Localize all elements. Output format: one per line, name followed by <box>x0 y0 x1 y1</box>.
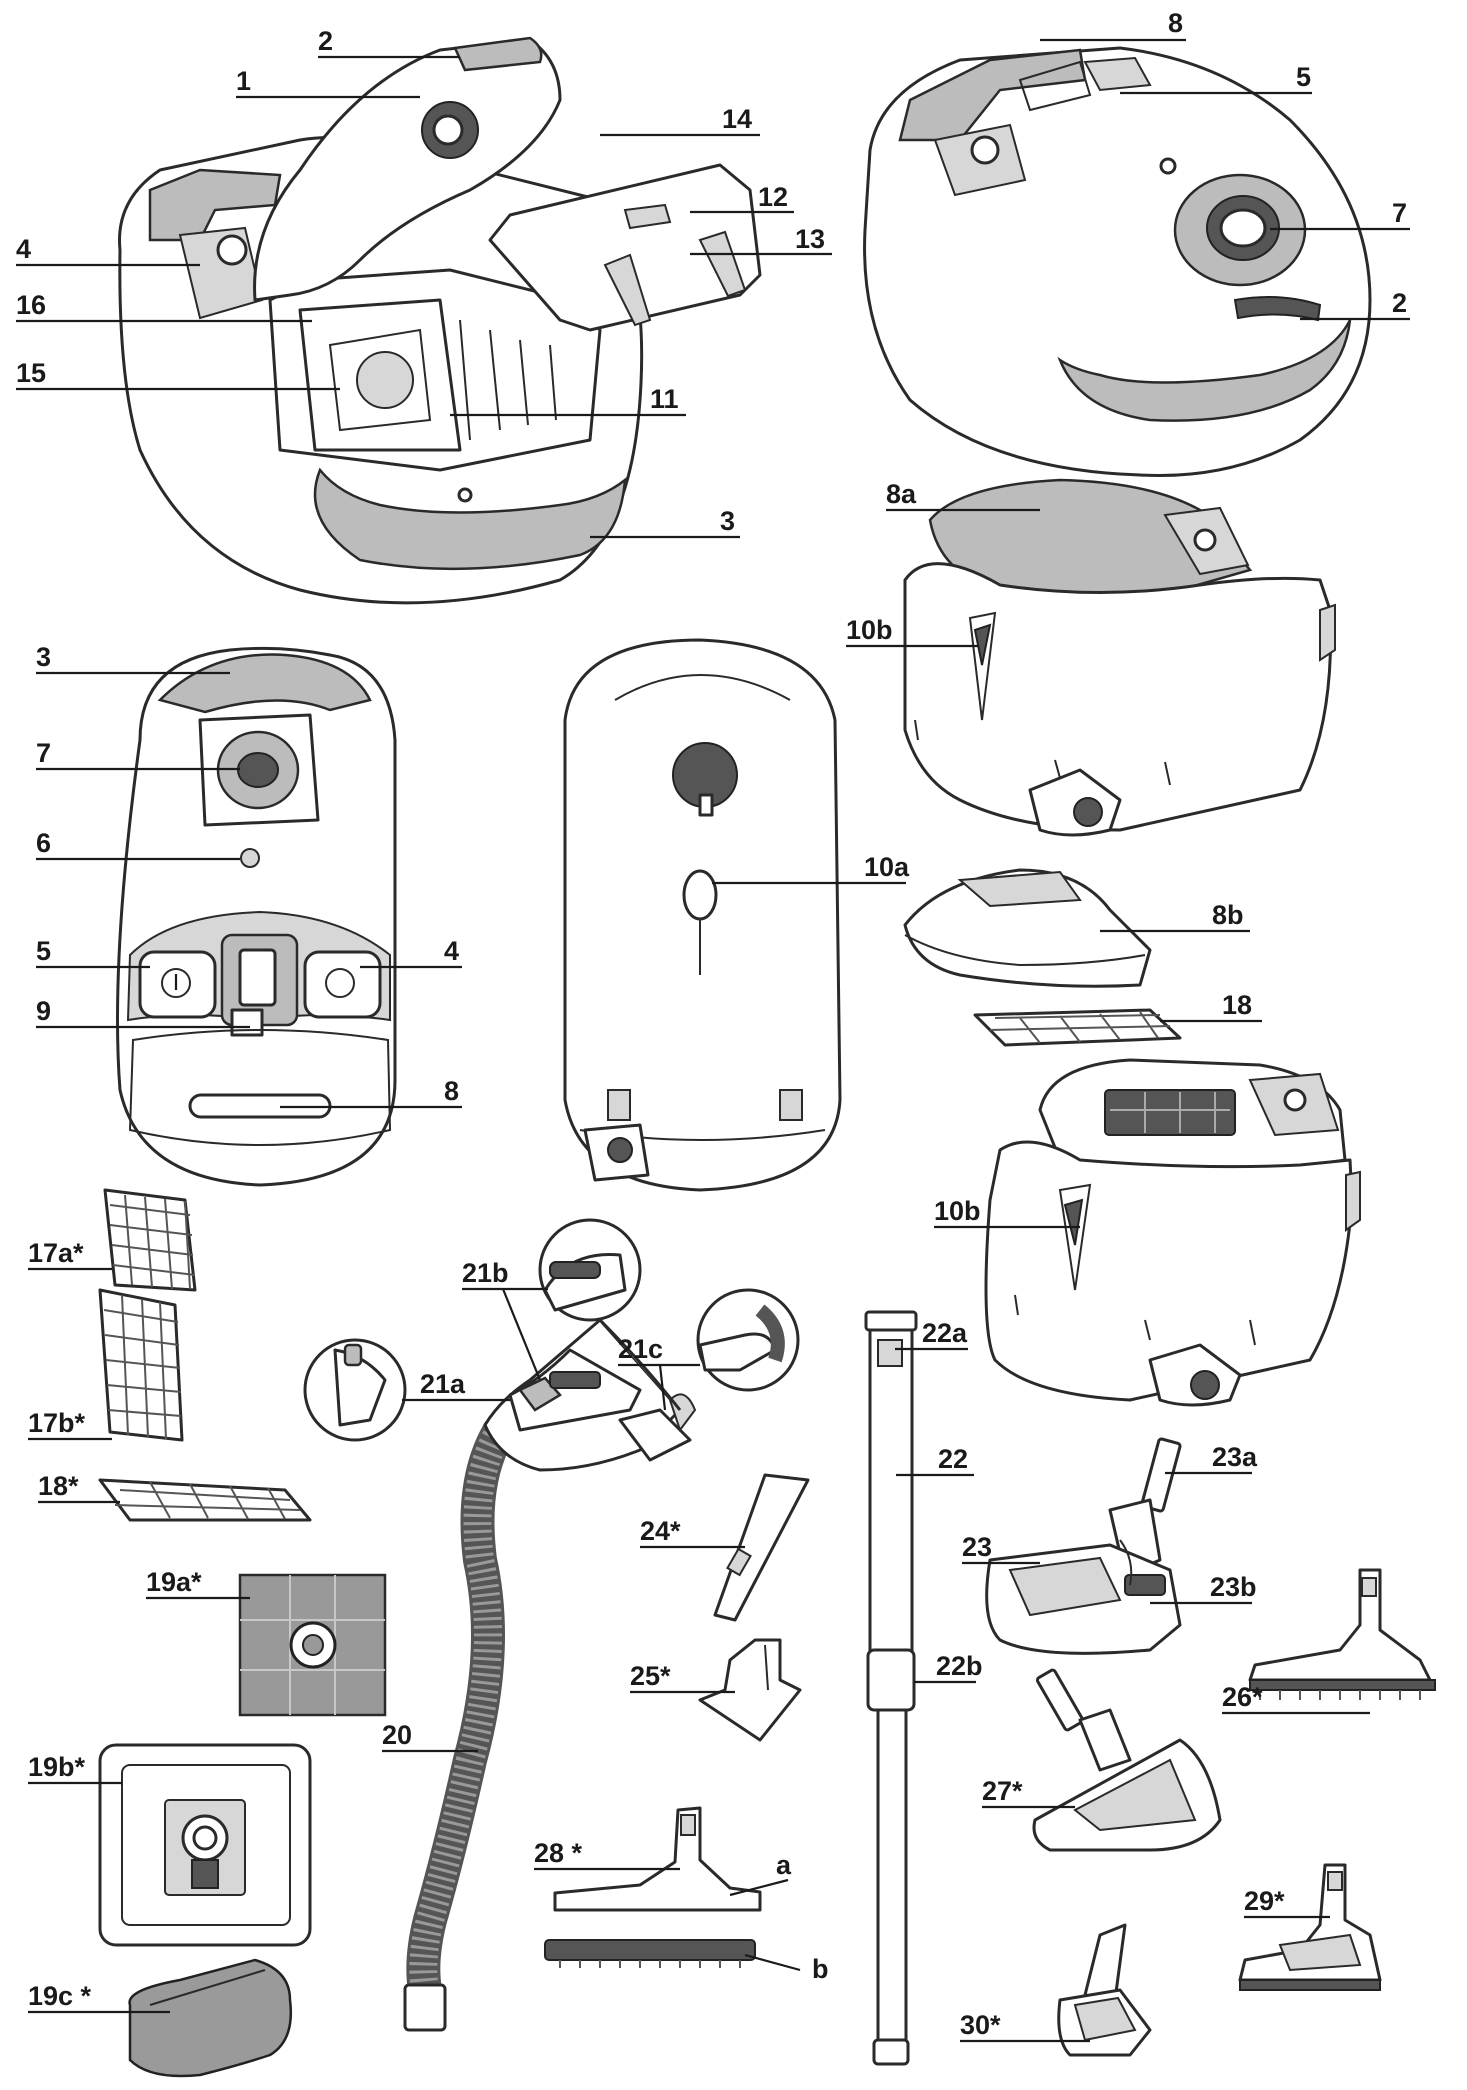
nozzle-23-illustration <box>985 1437 1182 1655</box>
filter-17a-illustration <box>103 1188 197 1292</box>
label-3b: 3 <box>36 642 51 672</box>
label-20: 20 <box>382 1720 412 1750</box>
filter-18-illustration <box>973 1008 1182 1047</box>
labels-bottom-view: 10a <box>712 852 910 885</box>
label-23: 23 <box>962 1532 992 1562</box>
nozzle-26-illustration <box>1248 1568 1436 1700</box>
label-12: 12 <box>758 182 788 212</box>
vacuum-closed-illustration <box>863 46 1372 478</box>
label-18s: 18* <box>38 1471 79 1501</box>
label-21a: 21a <box>420 1369 466 1399</box>
label-10a: 10a <box>864 852 910 882</box>
label-4b: 4 <box>444 936 459 966</box>
tool-28-illustration <box>544 1806 762 1968</box>
tool-24-illustration <box>713 1473 810 1622</box>
label-8b: 8b <box>1212 900 1244 930</box>
label-19a: 19a* <box>146 1567 202 1597</box>
labels-hose: 21b 21c 21a 20 <box>382 1258 700 1753</box>
label-27: 27* <box>982 1776 1023 1806</box>
label-a: a <box>776 1850 792 1880</box>
vacuum-bottom-view <box>563 638 842 1192</box>
label-19b: 19b* <box>28 1752 86 1782</box>
label-7: 7 <box>1392 198 1407 228</box>
label-8: 8 <box>1168 8 1183 38</box>
labels-top-right: 8 5 7 2 <box>1040 8 1410 321</box>
filter-17b-illustration <box>98 1288 184 1442</box>
vacuum-top-view <box>116 646 397 1187</box>
label-5b: 5 <box>36 936 51 966</box>
label-10b2: 10b <box>934 1196 981 1226</box>
label-22: 22 <box>938 1444 968 1474</box>
body-10b-illustration <box>984 1058 1361 1407</box>
label-8a: 8a <box>886 479 917 509</box>
label-9: 9 <box>36 996 51 1026</box>
filter-18s-illustration <box>98 1478 312 1522</box>
label-13: 13 <box>795 224 825 254</box>
detail-21a <box>303 1338 407 1442</box>
hose-illustration <box>403 1318 697 2032</box>
label-11: 11 <box>650 384 679 414</box>
label-3: 3 <box>720 506 735 536</box>
nozzle-27-illustration <box>1032 1668 1222 1852</box>
cover-8b-illustration <box>903 868 1152 988</box>
labels-top-view: 3 7 6 5 4 9 8 <box>36 642 462 1109</box>
label-b: b <box>812 1954 829 1984</box>
bag-19c-illustration <box>128 1958 292 2078</box>
labels-small-tools: 24* 25* 28 * a b <box>534 1516 829 1984</box>
label-23a: 23a <box>1212 1442 1258 1472</box>
tool-25-illustration <box>698 1638 802 1742</box>
label-28: 28 * <box>534 1838 583 1868</box>
body-8a-illustration <box>903 478 1336 837</box>
bag-19b-illustration <box>98 1743 312 1947</box>
label-5: 5 <box>1296 62 1311 92</box>
label-21c: 21c <box>618 1334 663 1364</box>
label-8c: 8 <box>444 1076 459 1106</box>
vacuum-open-illustration <box>118 36 762 605</box>
label-24: 24* <box>640 1516 681 1546</box>
label-2: 2 <box>318 26 333 56</box>
label-17b: 17b* <box>28 1408 86 1438</box>
label-4: 4 <box>16 234 31 264</box>
label-19c: 19c * <box>28 1981 92 2011</box>
label-6: 6 <box>36 828 51 858</box>
labels-right-mid: 8b 18 10b <box>934 900 1262 1229</box>
detail-21b <box>538 1218 642 1322</box>
label-23b: 23b <box>1210 1572 1257 1602</box>
labels-nozzles: 23a 23 23b 26* 27* 29* 30* <box>960 1442 1370 2043</box>
label-21b: 21b <box>462 1258 509 1288</box>
labels-8a: 8a 10b <box>846 479 1040 648</box>
bag-19a-illustration <box>238 1573 387 1717</box>
detail-21c <box>696 1288 800 1392</box>
label-14: 14 <box>722 104 752 134</box>
label-1: 1 <box>236 66 251 96</box>
nozzle-29-illustration <box>1238 1863 1382 1991</box>
labels-top-left: 1 2 14 12 13 4 16 15 11 3 <box>16 26 832 539</box>
label-26: 26* <box>1222 1682 1263 1712</box>
labels-left-col: 17a* 17b* 18* 19a* 19b* 19c * <box>28 1238 250 2014</box>
label-17a: 17a* <box>28 1238 84 1268</box>
label-30: 30* <box>960 2010 1001 2040</box>
nozzle-30-illustration <box>1057 1923 1152 2057</box>
label-2b: 2 <box>1392 288 1407 318</box>
label-10b: 10b <box>846 615 893 645</box>
label-22a: 22a <box>922 1318 968 1348</box>
label-7b: 7 <box>36 738 51 768</box>
label-25: 25* <box>630 1661 671 1691</box>
tube-22-illustration <box>864 1310 918 2066</box>
label-15: 15 <box>16 358 46 388</box>
labels-tube: 22a 22 22b <box>895 1318 983 1684</box>
label-22b: 22b <box>936 1651 983 1681</box>
label-29: 29* <box>1244 1886 1285 1916</box>
label-18: 18 <box>1222 990 1252 1020</box>
label-16: 16 <box>16 290 46 320</box>
